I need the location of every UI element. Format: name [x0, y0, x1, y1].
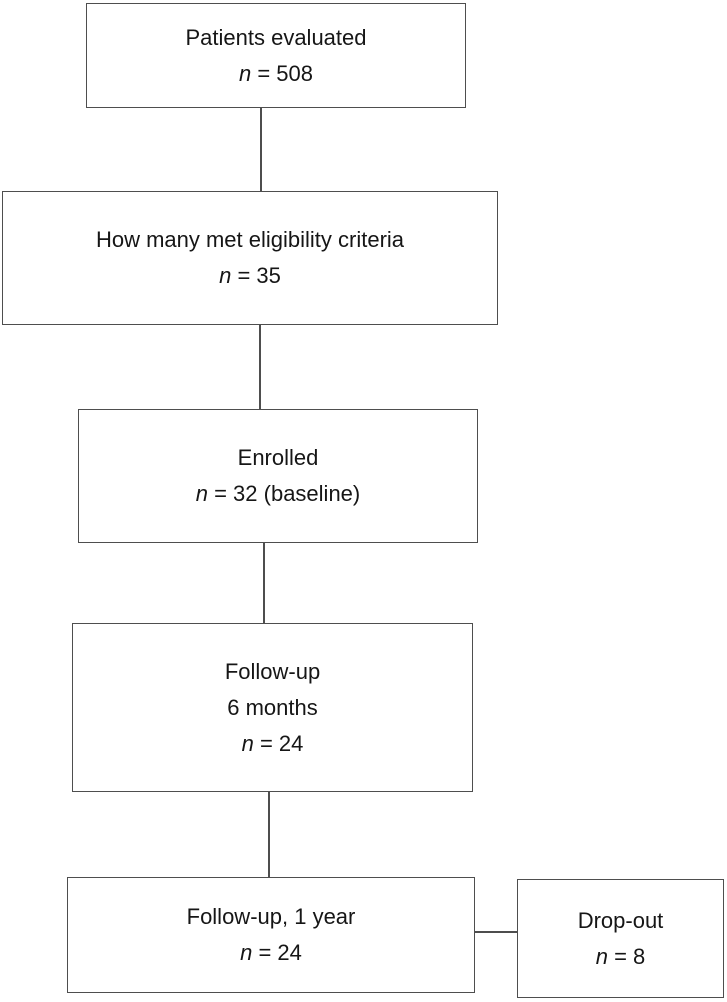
count-n-italic: n [219, 263, 232, 288]
box-title: Patients evaluated [185, 24, 367, 50]
flow-box-follow-up-1-year: Follow-up, 1 year n = 24 [67, 877, 475, 993]
box-count: n = 32 (baseline) [196, 476, 361, 512]
count-value: = 35 [231, 263, 281, 288]
flow-box-met-eligibility-criteria: How many met eligibility criteria n = 35 [2, 191, 498, 325]
count-value: = 508 [251, 60, 314, 86]
connector-line-dropout [474, 931, 518, 933]
box-subtitle: 6 months [227, 694, 318, 720]
box-title: Follow-up, 1 year [186, 904, 356, 929]
flow-box-drop-out: Drop-out n = 8 [517, 879, 724, 998]
box-count: n = 508 [239, 56, 313, 92]
box-title: Follow-up [224, 658, 321, 684]
flow-box-patients-evaluated: Patients evaluated n = 508 [86, 3, 466, 108]
connector-line-2 [259, 324, 261, 410]
flow-box-follow-up-6-months: Follow-up 6 months n = 24 [72, 623, 473, 792]
count-value: = 24 [253, 730, 304, 756]
box-count: n = 8 [596, 939, 646, 975]
count-n-italic: n [238, 60, 252, 86]
count-n-italic: n [240, 940, 253, 965]
flow-box-enrolled: Enrolled n = 32 (baseline) [78, 409, 478, 543]
connector-line-3 [263, 542, 265, 624]
count-n-italic: n [595, 943, 608, 969]
count-value: = 24 [252, 940, 302, 965]
box-title: Enrolled [237, 445, 319, 470]
count-n-italic: n [241, 730, 254, 756]
connector-line-1 [260, 107, 262, 192]
box-count: n = 24 [242, 726, 304, 762]
connector-line-4 [268, 791, 270, 878]
count-value: = 8 [607, 943, 646, 969]
box-title: How many met eligibility criteria [95, 227, 405, 252]
count-value: = 32 (baseline) [207, 481, 361, 506]
count-n-italic: n [195, 481, 208, 506]
box-title: Drop-out [577, 907, 664, 933]
box-count: n = 24 [240, 935, 302, 971]
box-count: n = 35 [219, 258, 281, 294]
